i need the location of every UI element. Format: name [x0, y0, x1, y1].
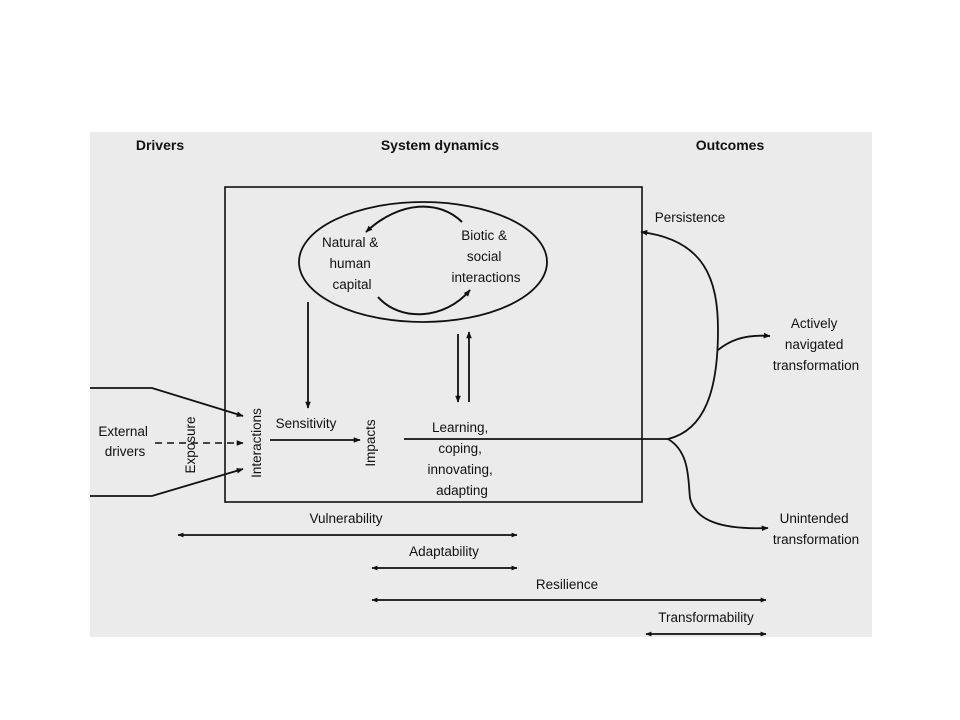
- adaptability-label: Adaptability: [409, 544, 479, 559]
- persistence-arrow: [640, 230, 719, 440]
- actively-navigated-arrow: [717, 332, 771, 351]
- actively-navigated-label: Actively navigated transformation: [773, 316, 859, 373]
- external-drivers-label: External drivers: [98, 424, 151, 459]
- system-box: [224, 186, 643, 503]
- transformability-label: Transformability: [658, 610, 754, 625]
- sensitivity-label: Sensitivity: [276, 416, 337, 431]
- vulnerability-label: Vulnerability: [309, 511, 382, 526]
- natural-capital-label: Natural & human capital: [322, 235, 382, 292]
- loop-arrow-bottom: [377, 289, 471, 316]
- header-system-dynamics: System dynamics: [381, 137, 499, 153]
- learning-label: Learning, coping, innovating, adapting: [427, 420, 496, 498]
- unintended-arrow: [667, 438, 769, 532]
- driver-arrow-bottom: [90, 468, 244, 497]
- exposure-label: Exposure: [183, 416, 198, 473]
- loop-arrow-top: [365, 205, 463, 233]
- driver-arrow-top: [90, 387, 244, 417]
- impacts-label: Impacts: [363, 419, 378, 467]
- biotic-interactions-label: Biotic & social interactions: [451, 228, 520, 285]
- resilience-label: Resilience: [536, 577, 598, 592]
- capital-ellipse: [298, 201, 548, 323]
- diagram-background: [90, 132, 872, 637]
- unintended-label: Unintended transformation: [773, 511, 859, 547]
- header-outcomes: Outcomes: [696, 137, 765, 153]
- persistence-label: Persistence: [655, 210, 726, 225]
- header-drivers: Drivers: [136, 137, 184, 153]
- interactions-label: Interactions: [249, 408, 264, 478]
